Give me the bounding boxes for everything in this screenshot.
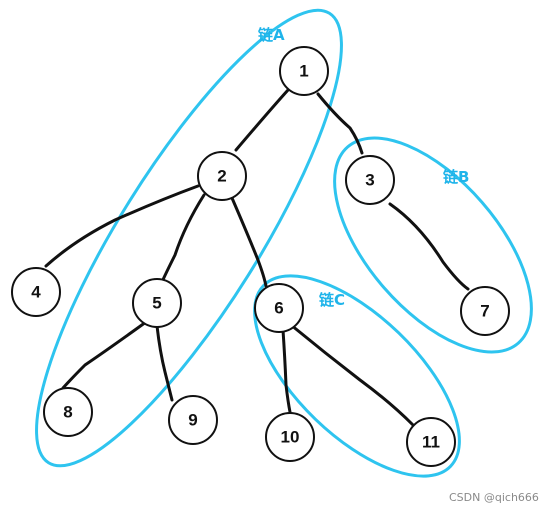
node-10-label: 10 bbox=[281, 427, 300, 446]
edge-6-10 bbox=[281, 328, 292, 414]
node-2-label: 2 bbox=[217, 166, 226, 185]
watermark: CSDN @qich666 bbox=[449, 491, 539, 504]
node-10[interactable]: 10 bbox=[265, 412, 315, 462]
node-5[interactable]: 5 bbox=[132, 278, 182, 328]
node-7-label: 7 bbox=[480, 301, 489, 320]
chain-b-label: 链B bbox=[443, 168, 469, 186]
node-11-circle bbox=[406, 417, 456, 467]
node-9[interactable]: 9 bbox=[168, 395, 218, 445]
node-3[interactable]: 3 bbox=[345, 155, 395, 205]
node-6-label: 6 bbox=[274, 298, 283, 317]
node-3-label: 3 bbox=[365, 170, 374, 189]
node-11-label: 11 bbox=[422, 432, 440, 451]
node-2[interactable]: 2 bbox=[197, 151, 247, 201]
node-5-label: 5 bbox=[152, 293, 161, 312]
chain-a-outline bbox=[35, 8, 343, 468]
edge-2-5 bbox=[160, 193, 206, 284]
chain-a-label: 链A bbox=[258, 26, 285, 44]
node-4-label: 4 bbox=[31, 282, 41, 301]
node-7[interactable]: 7 bbox=[460, 286, 510, 336]
node-6-circle bbox=[254, 283, 304, 333]
node-9-circle bbox=[168, 395, 218, 445]
edge-3-7 bbox=[388, 202, 470, 291]
node-8[interactable]: 8 bbox=[43, 387, 93, 437]
edge-5-9 bbox=[155, 324, 174, 402]
chain-b-outline bbox=[333, 136, 533, 354]
edge-2-4 bbox=[44, 184, 200, 268]
node-1[interactable]: 1 bbox=[279, 46, 329, 96]
tree-nodes: 1 2 3 4 5 6 7 bbox=[11, 46, 510, 467]
tree-edges bbox=[44, 88, 470, 427]
node-8-label: 8 bbox=[63, 402, 72, 421]
node-4-circle bbox=[11, 267, 61, 317]
chain-c-outline bbox=[253, 274, 461, 478]
chain-labels: 链A 链B 链C bbox=[258, 26, 469, 309]
edge-1-3 bbox=[316, 92, 364, 155]
node-2-circle bbox=[197, 151, 247, 201]
node-4[interactable]: 4 bbox=[11, 267, 61, 317]
node-10-circle bbox=[265, 412, 315, 462]
node-1-circle bbox=[279, 46, 329, 96]
node-11[interactable]: 11 bbox=[406, 417, 456, 467]
node-5-circle bbox=[132, 278, 182, 328]
edge-2-6 bbox=[230, 196, 268, 288]
node-8-circle bbox=[43, 387, 93, 437]
node-9-label: 9 bbox=[188, 410, 197, 429]
node-7-circle bbox=[460, 286, 510, 336]
node-1-label: 1 bbox=[299, 61, 308, 80]
edge-6-11 bbox=[289, 323, 415, 427]
chain-c-label: 链C bbox=[319, 291, 345, 309]
node-3-circle bbox=[345, 155, 395, 205]
node-6[interactable]: 6 bbox=[254, 283, 304, 333]
edge-1-2 bbox=[234, 88, 290, 152]
edge-5-8 bbox=[61, 320, 148, 390]
